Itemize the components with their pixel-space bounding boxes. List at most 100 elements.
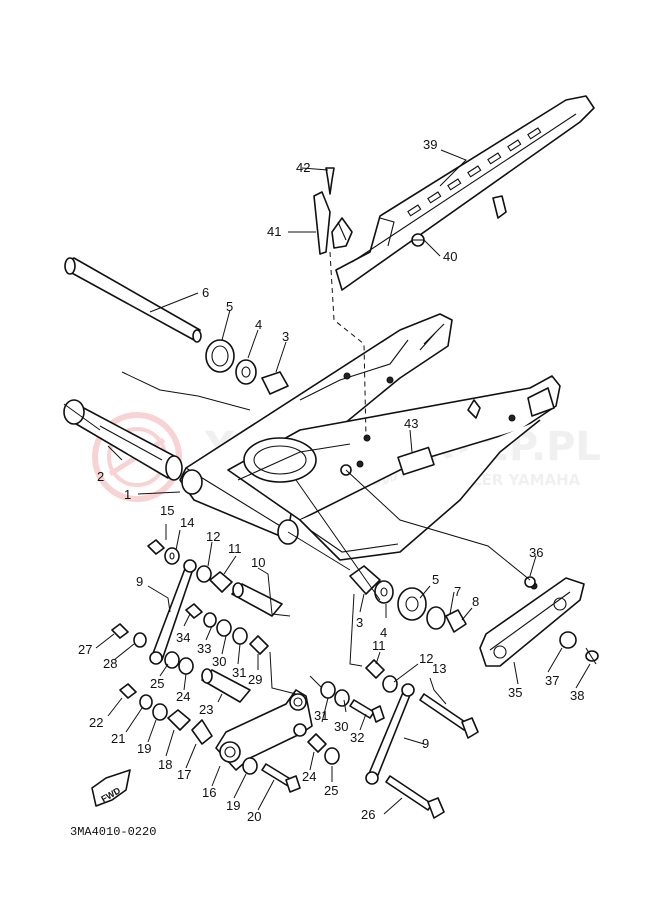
- seal-30-right: [334, 689, 350, 707]
- callout-24-right: 24: [302, 769, 316, 784]
- callout-30: 30: [212, 654, 226, 669]
- callout-43: 43: [404, 416, 418, 431]
- bearing-11: [209, 571, 233, 593]
- washer-25-left: [164, 651, 180, 669]
- callout-28: 28: [103, 656, 117, 671]
- chain-puller: [479, 577, 585, 667]
- callout-5: 5: [226, 299, 233, 314]
- callout-39: 39: [423, 137, 437, 152]
- watermark-logo-icon: [92, 412, 182, 502]
- plug-37: [559, 631, 577, 649]
- callout-19: 19: [137, 741, 151, 756]
- callout-36: 36: [529, 545, 543, 560]
- callout-4-right: 4: [380, 625, 387, 640]
- callout-25: 25: [150, 676, 164, 691]
- nut-15: [147, 539, 165, 555]
- leader-lines: [63, 149, 591, 815]
- callout-40: 40: [443, 249, 457, 264]
- bushing-group-right: [349, 565, 467, 633]
- screw-38: [585, 647, 599, 665]
- link-arm-left: [149, 559, 197, 665]
- callout-26: 26: [361, 807, 375, 822]
- bearing-24-right: [307, 733, 327, 753]
- collar-23: [201, 668, 251, 703]
- callout-3-right: 3: [356, 615, 363, 630]
- bolt-26: [385, 775, 445, 819]
- callout-29: 29: [248, 672, 262, 687]
- seal-30-left: [216, 619, 232, 637]
- seal-12: [196, 565, 212, 583]
- callout-31: 31: [232, 665, 246, 680]
- callout-12-right: 12: [419, 651, 433, 666]
- nut-34: [185, 603, 203, 619]
- washer-33: [203, 612, 217, 628]
- callout-4: 4: [255, 317, 262, 332]
- swingarm: [179, 313, 561, 561]
- callout-41: 41: [267, 224, 281, 239]
- washer-19-left: [152, 703, 168, 721]
- callout-32: 32: [350, 730, 364, 745]
- callout-12: 12: [206, 529, 220, 544]
- bearing-31-left: [232, 627, 248, 645]
- clip-42: [325, 167, 335, 195]
- collar-10: [231, 582, 283, 617]
- callout-30-right: 30: [334, 719, 348, 734]
- bearing-31-right: [320, 681, 336, 699]
- callout-22: 22: [89, 715, 103, 730]
- fwd-arrow-icon: FWD: [91, 769, 131, 807]
- bolt-32: [349, 699, 385, 723]
- pivot-tube: [63, 399, 183, 481]
- callout-3: 3: [282, 329, 289, 344]
- bolt-13: [419, 693, 479, 739]
- link-arm-right: [365, 683, 415, 785]
- bearing-29: [249, 635, 269, 655]
- bushing-group-top: [205, 339, 289, 395]
- callout-16: 16: [202, 785, 216, 800]
- callout-37: 37: [545, 673, 559, 688]
- callout-15: 15: [160, 503, 174, 518]
- callout-35: 35: [508, 685, 522, 700]
- callout-33: 33: [197, 641, 211, 656]
- callout-1: 1: [124, 487, 131, 502]
- relay-arm: [215, 689, 313, 771]
- callout-9-right: 9: [422, 736, 429, 751]
- bearing-24-left: [178, 657, 194, 675]
- diagram-code: 3MA4010-0220: [70, 825, 156, 839]
- callout-20: 20: [247, 809, 261, 824]
- callout-labels: 1 2 3 4 5 6 7 8 9 10 11 12 13 14 15 16 1…: [78, 137, 584, 824]
- callout-2: 2: [97, 469, 104, 484]
- callout-21: 21: [111, 731, 125, 746]
- callout-19-right: 19: [226, 798, 240, 813]
- callout-27: 27: [78, 642, 92, 657]
- callout-18: 18: [158, 757, 172, 772]
- callout-13: 13: [432, 661, 446, 676]
- washer-14: [164, 547, 180, 565]
- callout-25-right: 25: [324, 783, 338, 798]
- callout-5-right: 5: [432, 572, 439, 587]
- callout-11-right: 11: [372, 638, 386, 653]
- callout-17: 17: [177, 767, 191, 782]
- pivot-shaft: [64, 257, 202, 343]
- callout-9: 9: [136, 574, 143, 589]
- bearing-11-right: [365, 659, 385, 679]
- callout-10: 10: [251, 555, 265, 570]
- callout-38: 38: [570, 688, 584, 703]
- washer-25-right: [324, 747, 340, 765]
- bolt-20: [261, 763, 301, 793]
- callout-24: 24: [176, 689, 190, 704]
- bolt-40: [411, 233, 425, 247]
- washer-21: [139, 694, 153, 710]
- callout-14: 14: [180, 515, 194, 530]
- bracket-41: [313, 191, 353, 255]
- nut-22: [119, 683, 137, 699]
- callout-11: 11: [228, 541, 242, 556]
- nipple-36: [524, 576, 536, 588]
- seal-12-right: [382, 675, 398, 693]
- collar-17: [191, 719, 213, 745]
- callout-31-right: 31: [314, 708, 328, 723]
- washer-28: [133, 632, 147, 648]
- nut-27: [111, 623, 129, 639]
- callout-7: 7: [454, 584, 461, 599]
- callout-42: 42: [296, 160, 310, 175]
